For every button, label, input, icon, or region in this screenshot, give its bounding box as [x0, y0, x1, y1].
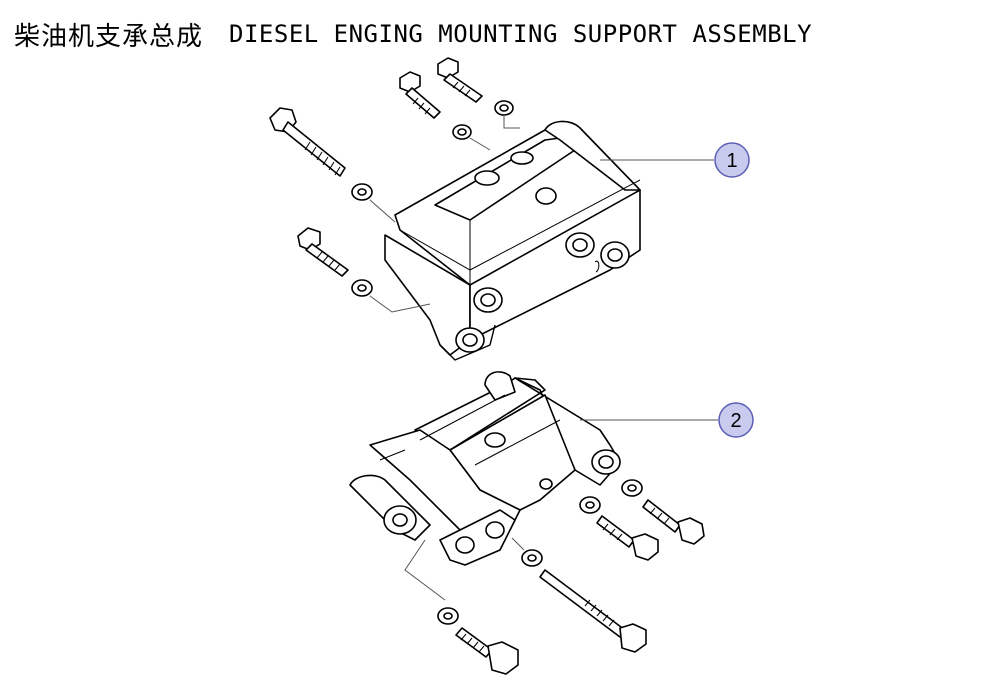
- short-bolt-top-2: [437, 57, 483, 103]
- washer-1c: [494, 100, 514, 116]
- upper-mounting-bracket: [384, 120, 641, 361]
- callout-2-label: 2: [730, 410, 741, 432]
- callout-1-label: 1: [726, 150, 737, 172]
- callout-1: 1: [600, 142, 750, 178]
- short-bolt-top-1: [399, 71, 441, 119]
- long-bolt-lower: [539, 569, 647, 653]
- washer-2b: [579, 496, 601, 514]
- short-bolt-left: [297, 227, 349, 277]
- title-chinese: 柴油机支承总成: [14, 21, 204, 52]
- bolt-right-upper: [642, 499, 705, 545]
- upper-fasteners: [269, 57, 520, 313]
- lower-fasteners: [404, 479, 705, 675]
- callout-2: 2: [580, 402, 754, 438]
- washer-2c: [521, 549, 543, 567]
- title-english: DIESEL ENGING MOUNTING SUPPORT ASSEMBLY: [229, 20, 813, 48]
- washer-1d: [351, 279, 373, 297]
- washer-2a: [621, 479, 643, 497]
- long-bolt-upper: [269, 107, 346, 177]
- washer-2d: [437, 607, 459, 625]
- diagram-title: 柴油机支承总成 DIESEL ENGING MOUNTING SUPPORT A…: [14, 14, 812, 54]
- bolt-right-lower: [596, 515, 659, 561]
- washer-1a: [351, 183, 373, 201]
- lower-mounting-bracket: [349, 371, 621, 566]
- bolt-bottom: [455, 627, 519, 675]
- washer-1b: [452, 124, 472, 140]
